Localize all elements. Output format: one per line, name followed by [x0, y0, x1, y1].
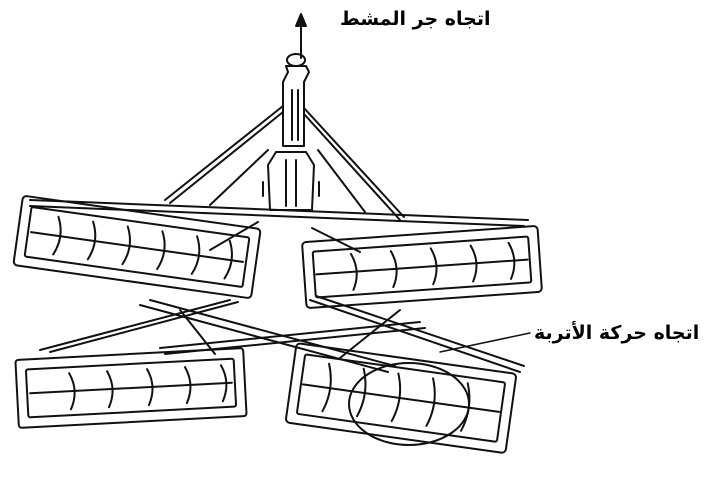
hitch-drawbar — [262, 53, 320, 211]
main-cross-beam — [29, 199, 529, 227]
harrow-section-rear-left — [14, 347, 248, 429]
pull-direction-arrow — [295, 13, 307, 59]
soil-movement-label: اتجاه حركة الأتربة — [534, 322, 700, 344]
pull-direction-label: اتجاه جر المشط — [340, 8, 491, 30]
harrow-section-rear-right — [285, 342, 517, 454]
harrow-section-front-right — [301, 225, 543, 309]
soil-movement-leader — [439, 332, 531, 353]
harrow-section-front-left — [12, 195, 262, 299]
highlight-ellipse — [348, 362, 470, 446]
support-chains — [164, 105, 405, 221]
